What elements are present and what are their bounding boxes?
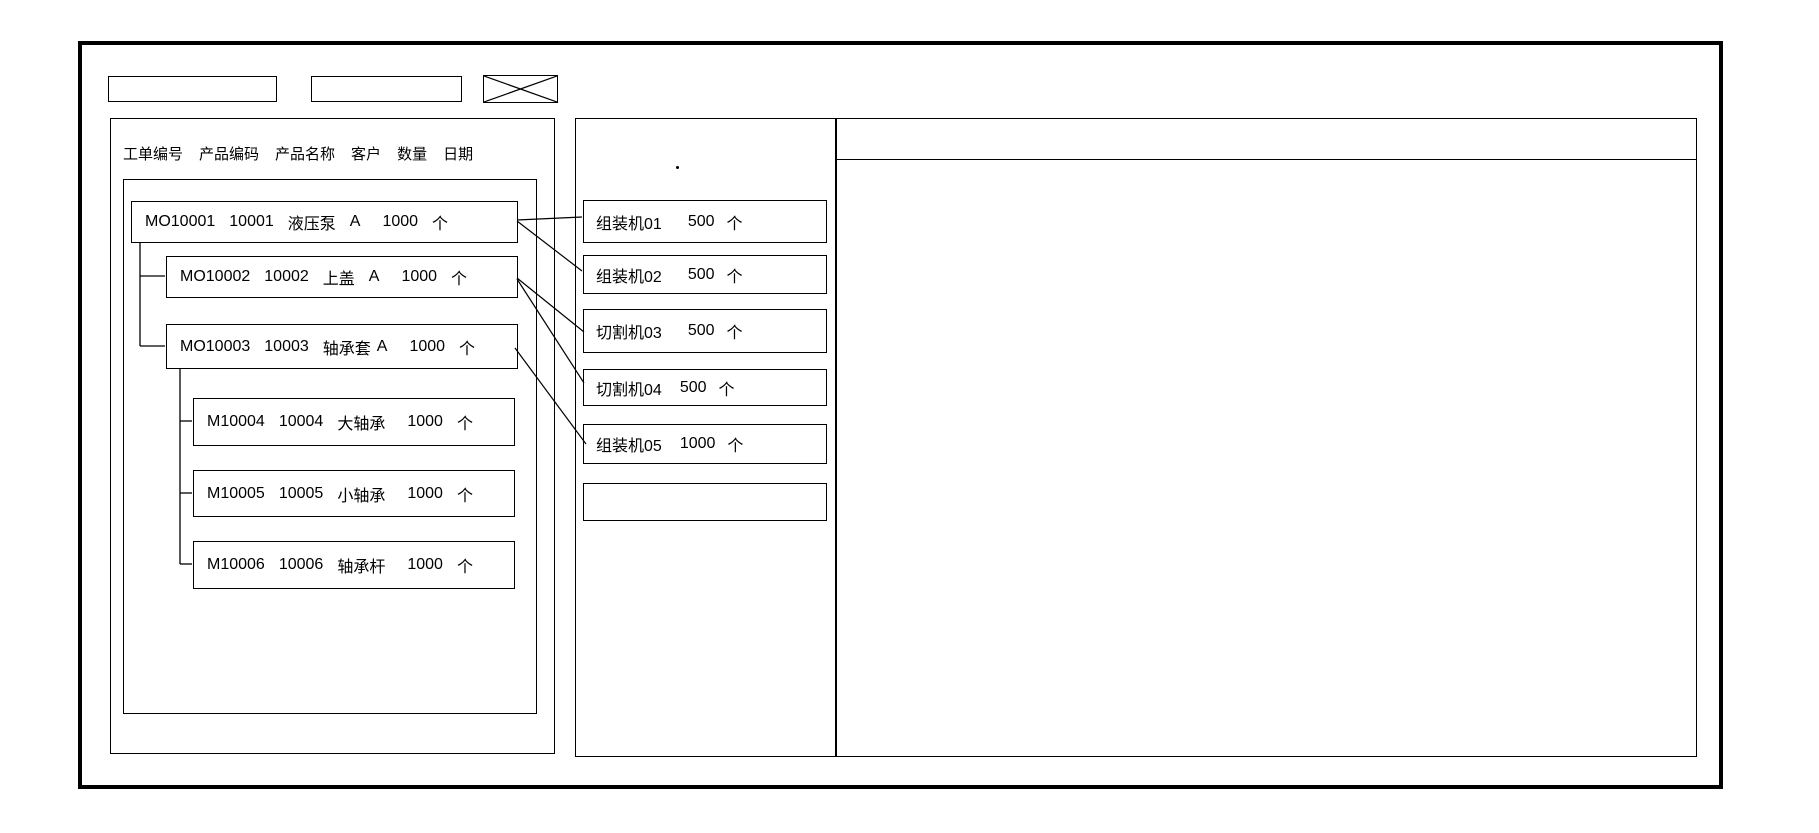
machine-unit: 个 [726, 325, 743, 342]
wo-qty: 1000 [409, 337, 446, 355]
wo-id: M10006 [207, 556, 265, 573]
toolbar-field-2[interactable] [311, 76, 462, 102]
wo-unit: 个 [451, 271, 468, 288]
work-order-node-mo10001[interactable]: MO10001 10001 液压泵 A 1000 个 [131, 201, 518, 243]
detail-panel-header-divider [837, 159, 1696, 160]
wo-id: M10005 [207, 484, 265, 502]
wo-qty: 1000 [401, 268, 438, 285]
wo-id: MO10002 [180, 268, 251, 285]
detail-panel [836, 118, 1697, 757]
column-header-customer: 客户 [351, 146, 382, 163]
x-icon [484, 76, 557, 102]
machine-name: 切割机03 [596, 325, 662, 342]
toolbar-field-1[interactable] [108, 76, 277, 102]
wo-code: 10002 [264, 268, 309, 285]
wo-code: 10003 [264, 337, 309, 355]
column-header-product-code: 产品编码 [199, 146, 260, 163]
column-header-qty: 数量 [397, 146, 428, 163]
work-order-node-m10005[interactable]: M10005 10005 小轴承 1000 个 [193, 470, 515, 517]
wo-id: MO10001 [145, 213, 216, 230]
stray-dot [676, 166, 679, 169]
machine-box-qiegeji03[interactable]: 切割机03 500 个 [583, 309, 827, 353]
machine-unit: 个 [726, 215, 743, 233]
machine-box-zuzhuangji05[interactable]: 组装机05 1000 个 [583, 424, 827, 464]
work-order-node-mo10003[interactable]: MO10003 10003 轴承套 A 1000 个 [166, 324, 518, 369]
machine-name: 组装机05 [596, 438, 662, 455]
work-orders-panel: 工单编号 产品编码 产品名称 客户 数量 日期 MO10001 10001 液压… [110, 118, 555, 754]
wo-qty: 1000 [407, 484, 443, 502]
wo-name: 小轴承 [337, 487, 386, 505]
wo-qty: 1000 [407, 556, 443, 573]
machine-qty: 500 [679, 378, 707, 396]
wo-name: 轴承杆 [337, 559, 386, 576]
wo-unit: 个 [456, 559, 473, 576]
machine-name: 切割机04 [596, 381, 662, 399]
app-window: 工单编号 产品编码 产品名称 客户 数量 日期 MO10001 10001 液压… [78, 41, 1723, 789]
wo-customer: A [349, 213, 361, 230]
wo-id: MO10003 [180, 337, 251, 355]
machine-name: 组装机01 [596, 215, 662, 233]
work-order-node-mo10002[interactable]: MO10002 10002 上盖 A 1000 个 [166, 256, 518, 298]
machine-unit: 个 [718, 381, 735, 399]
machine-box-empty-slot[interactable] [583, 483, 827, 521]
wo-name: 液压泵 [287, 216, 336, 233]
wo-id: M10004 [207, 413, 265, 430]
wo-unit: 个 [456, 416, 473, 433]
machine-qty: 500 [687, 265, 715, 283]
wo-customer: A [376, 337, 388, 355]
machine-unit: 个 [726, 268, 743, 286]
machines-panel: 组装机01 500 个 组装机02 500 个 切割机03 500 个 切割机0… [575, 118, 836, 757]
column-headers: 工单编号 产品编码 产品名称 客户 数量 日期 [123, 143, 473, 164]
wo-unit: 个 [456, 487, 473, 505]
wo-qty: 1000 [382, 213, 419, 230]
wo-customer: A [368, 268, 380, 285]
work-order-tree [123, 179, 537, 714]
machine-qty: 500 [687, 322, 715, 339]
wo-unit: 个 [459, 340, 476, 358]
machine-box-zuzhuangji01[interactable]: 组装机01 500 个 [583, 200, 827, 243]
wo-name: 轴承套 [322, 340, 371, 358]
wo-name: 上盖 [322, 271, 355, 288]
work-order-node-m10006[interactable]: M10006 10006 轴承杆 1000 个 [193, 541, 515, 589]
machine-qty: 1000 [679, 435, 716, 452]
column-header-order-no: 工单编号 [123, 146, 184, 163]
machine-unit: 个 [727, 438, 744, 455]
wo-name: 大轴承 [337, 416, 386, 433]
column-header-product-name: 产品名称 [275, 146, 336, 163]
wo-code: 10005 [278, 484, 324, 502]
wo-qty: 1000 [407, 413, 443, 430]
machine-box-zuzhuangji02[interactable]: 组装机02 500 个 [583, 255, 827, 294]
machine-name: 组装机02 [596, 268, 662, 286]
machine-box-qiegeji04[interactable]: 切割机04 500 个 [583, 369, 827, 406]
work-order-node-m10004[interactable]: M10004 10004 大轴承 1000 个 [193, 398, 515, 446]
wo-code: 10001 [229, 213, 274, 230]
close-button-placeholder[interactable] [483, 75, 558, 103]
wo-unit: 个 [432, 216, 449, 233]
column-header-date: 日期 [443, 146, 474, 163]
machine-qty: 500 [687, 212, 715, 230]
wo-code: 10006 [278, 556, 324, 573]
wo-code: 10004 [278, 413, 324, 430]
